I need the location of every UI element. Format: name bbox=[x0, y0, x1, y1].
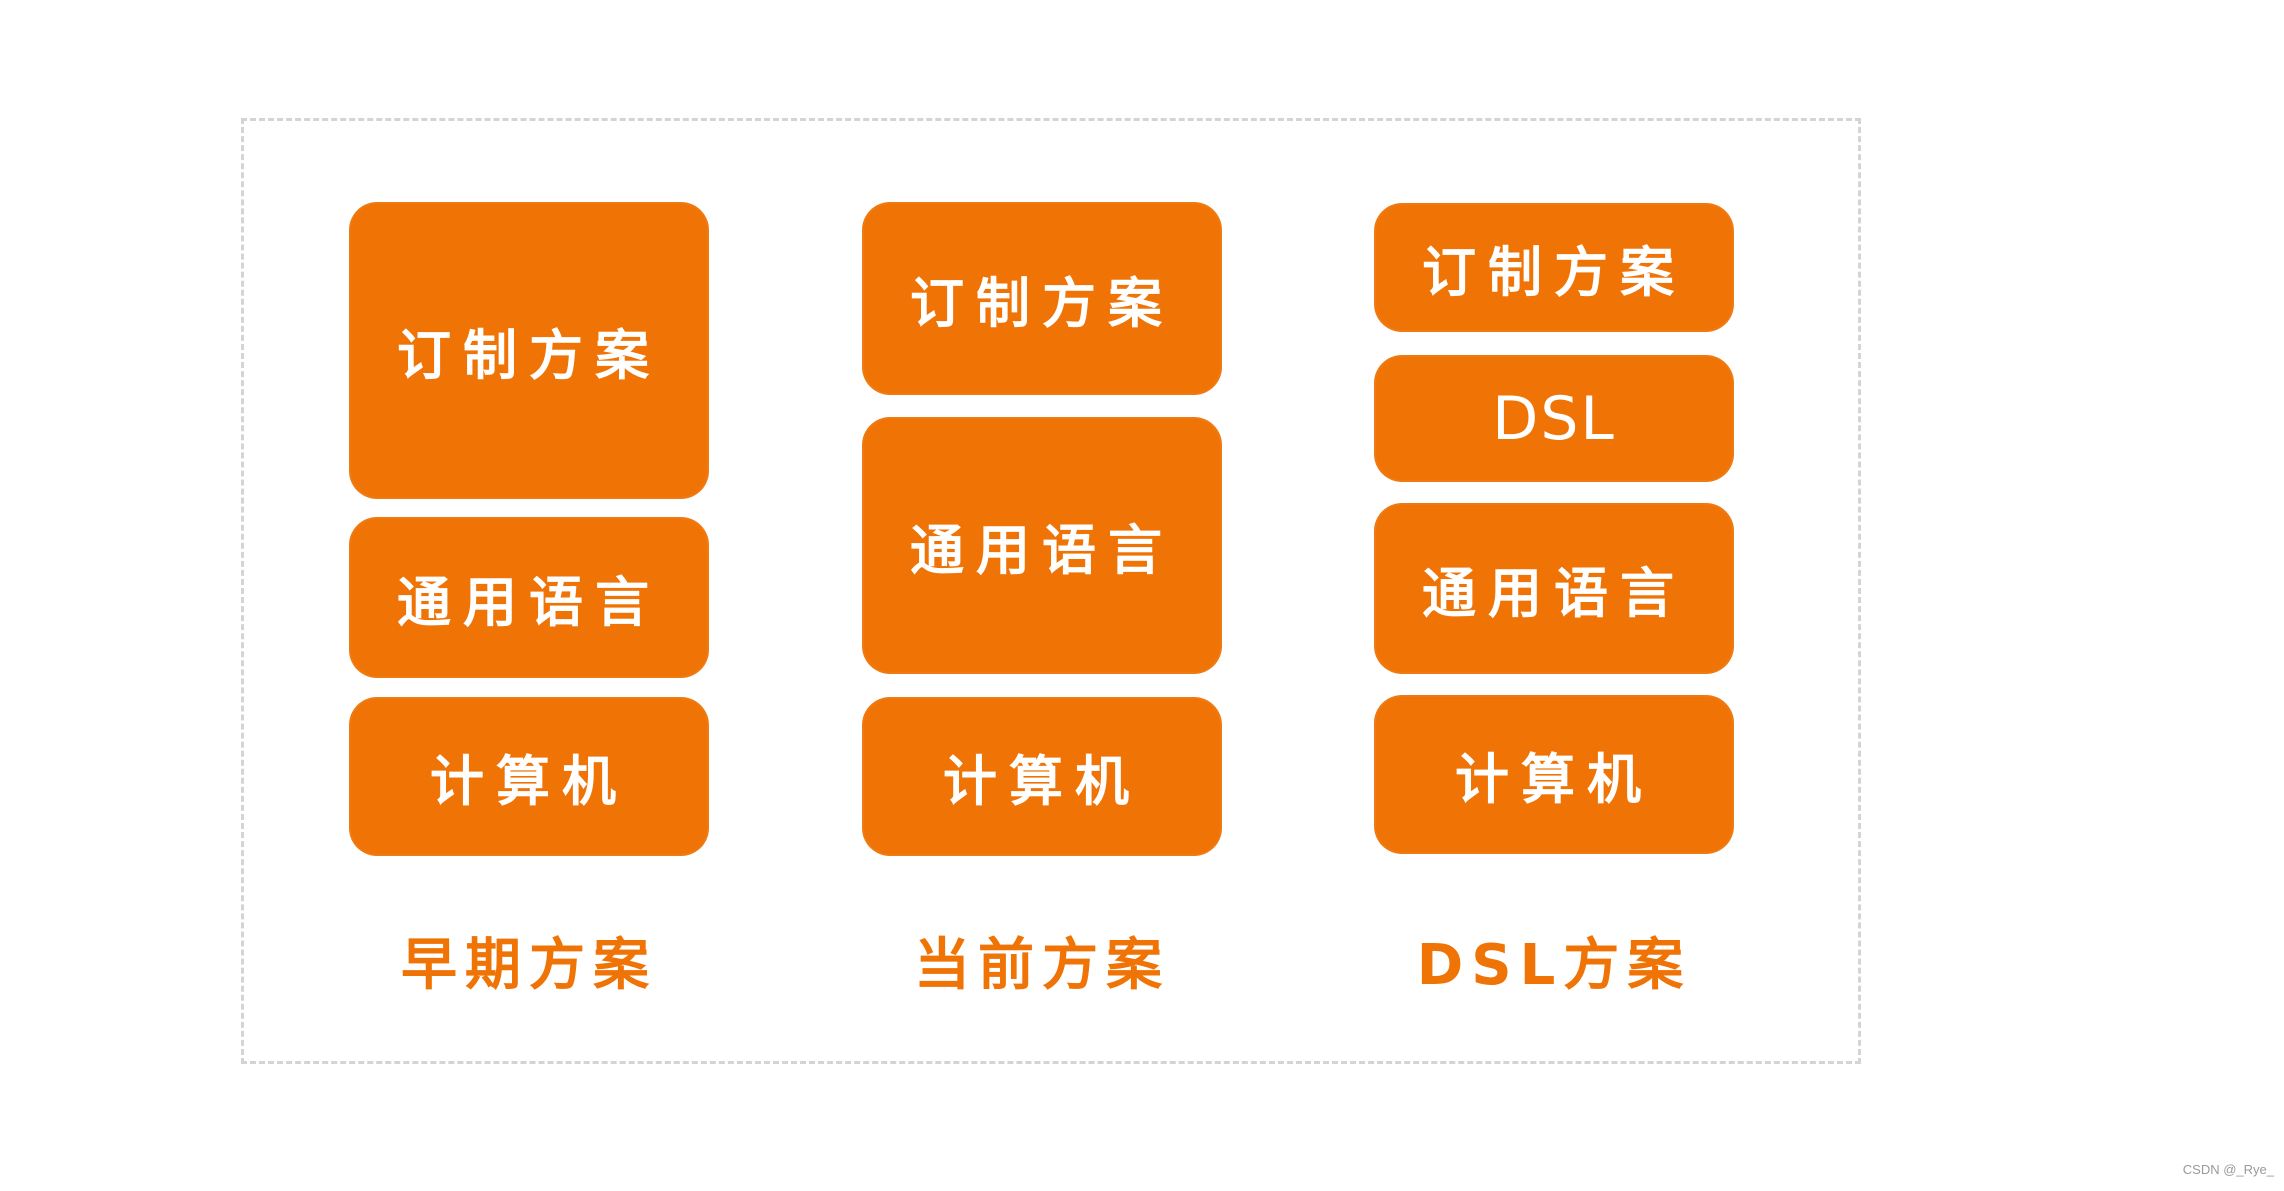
block-label: 订制方案 bbox=[910, 272, 1174, 335]
column-current-approach: 订制方案 通用语言 计算机 当前方案 bbox=[864, 0, 1220, 1191]
block-label: DSL bbox=[1492, 383, 1616, 454]
block-general-language: 通用语言 bbox=[1376, 505, 1732, 672]
block-custom-solution: 订制方案 bbox=[351, 204, 707, 497]
block-label: 通用语言 bbox=[910, 519, 1174, 582]
block-label: 计算机 bbox=[1455, 748, 1653, 811]
block-general-language: 通用语言 bbox=[864, 419, 1220, 672]
block-label: 订制方案 bbox=[1422, 241, 1686, 304]
block-computer: 计算机 bbox=[1376, 697, 1732, 852]
block-general-language: 通用语言 bbox=[351, 519, 707, 676]
block-label: 通用语言 bbox=[1422, 562, 1686, 625]
column-caption: 当前方案 bbox=[914, 933, 1170, 998]
block-dsl: DSL bbox=[1376, 357, 1732, 480]
column-caption: DSL方案 bbox=[1416, 933, 1692, 998]
block-computer: 计算机 bbox=[351, 699, 707, 854]
block-custom-solution: 订制方案 bbox=[1376, 205, 1732, 330]
dashed-frame bbox=[241, 118, 1861, 1064]
column-caption: 早期方案 bbox=[401, 933, 657, 998]
column-early-approach: 订制方案 通用语言 计算机 早期方案 bbox=[351, 0, 707, 1191]
block-computer: 计算机 bbox=[864, 699, 1220, 854]
block-label: 计算机 bbox=[943, 750, 1141, 813]
block-custom-solution: 订制方案 bbox=[864, 204, 1220, 393]
block-label: 通用语言 bbox=[397, 571, 661, 634]
block-label: 订制方案 bbox=[397, 324, 661, 387]
block-label: 计算机 bbox=[430, 750, 628, 813]
watermark: CSDN @_Rye_ bbox=[2182, 1162, 2274, 1177]
column-dsl-approach: 订制方案 DSL 通用语言 计算机 DSL方案 bbox=[1376, 0, 1732, 1191]
